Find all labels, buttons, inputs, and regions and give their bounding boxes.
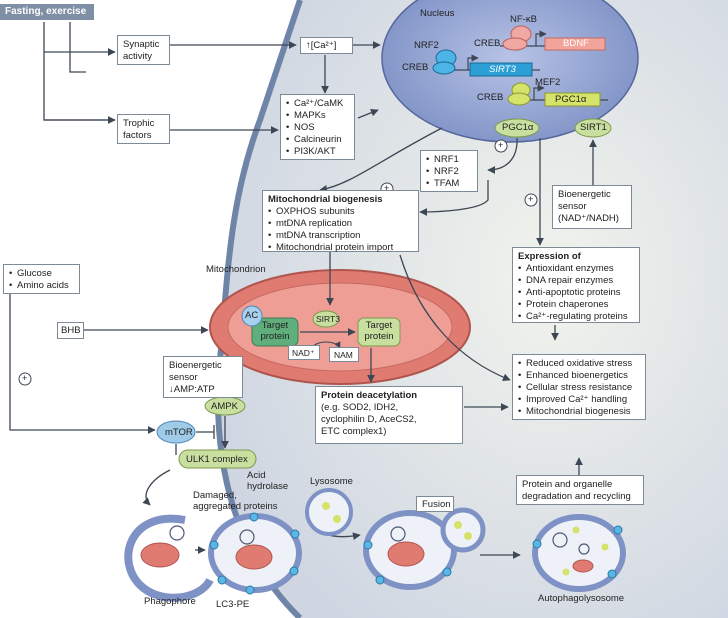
nrf2-nucleus-label: NRF2 bbox=[414, 40, 439, 51]
bhb-box: BHB bbox=[57, 322, 84, 339]
kinase-item: NOS bbox=[286, 122, 349, 134]
nrf-item: TFAM bbox=[426, 178, 472, 190]
pgc1a-gene-box bbox=[544, 92, 601, 107]
phagophore bbox=[124, 514, 214, 602]
outcome-item: Reduced oxidative stress bbox=[518, 358, 640, 370]
target-protein-1-label: Target protein bbox=[260, 320, 290, 342]
outcomes-box: Reduced oxidative stress Enhanced bioene… bbox=[512, 354, 646, 420]
mtor-label: mTOR bbox=[165, 427, 193, 438]
bioenergetic-sensor-nad-box: Bioenergetic sensor (NAD⁺/NADH) bbox=[552, 185, 632, 229]
bdnf-label: BDNF bbox=[563, 38, 589, 49]
nrf-list: NRF1 NRF2 TFAM bbox=[420, 150, 478, 192]
calcium-box: ↑[Ca²⁺] bbox=[300, 37, 353, 54]
autophagolysosome-label: Autophagolysosome bbox=[538, 593, 625, 604]
lysosome bbox=[305, 488, 353, 536]
degradation-box: Protein and organelle degradation and re… bbox=[516, 475, 644, 505]
mitochondrion-inner bbox=[227, 282, 453, 372]
kinase-item: Ca²⁺/CaMK bbox=[286, 98, 349, 110]
expression-item: Anti-apoptotic proteins bbox=[518, 287, 634, 299]
plus-sign: + bbox=[498, 140, 504, 150]
target-protein-2-shape bbox=[357, 317, 401, 347]
creb3-label: CREB bbox=[477, 92, 504, 103]
sirt3-mito-label: SIRT3 bbox=[316, 314, 340, 324]
nam-label: NAM bbox=[329, 347, 359, 362]
mef2-label: MEF2 bbox=[535, 77, 561, 88]
kinase-item: MAPKs bbox=[286, 110, 349, 122]
damaged-proteins-label: Damaged, aggregated proteins bbox=[193, 490, 278, 512]
expression-item: Ca²⁺-regulating proteins bbox=[518, 311, 634, 323]
bdnf-gene-box bbox=[544, 37, 606, 51]
sirt3-gene-label: SIRT3 bbox=[489, 64, 516, 75]
ulk1-pill bbox=[178, 449, 257, 469]
trophic-factors-box: Trophic factors bbox=[117, 114, 170, 144]
expression-title: Expression of bbox=[518, 251, 581, 262]
ac-label: AC bbox=[245, 310, 259, 321]
biogenesis-item: OXPHOS subunits bbox=[268, 206, 413, 218]
nad-label: NAD⁺ bbox=[288, 345, 320, 360]
synaptic-activity-box: Synaptic activity bbox=[117, 35, 170, 65]
phagophore-label: Phagophore bbox=[144, 596, 196, 607]
plus-sign: + bbox=[384, 183, 390, 193]
creb1-label: CREB bbox=[474, 38, 501, 49]
outcome-item: Improved Ca²⁺ handling bbox=[518, 394, 640, 406]
kinase-item: Calcineurin bbox=[286, 134, 349, 146]
nfkb-label: NF-κB bbox=[510, 14, 537, 25]
bioenergetic-sensor-amp-box: Bioenergetic sensor ↓AMP:ATP bbox=[163, 356, 243, 398]
creb1-shape bbox=[502, 37, 528, 51]
autophagosome bbox=[208, 512, 302, 595]
acid-hydrolase-label: Acid hydrolase bbox=[247, 470, 289, 492]
outcome-item: Enhanced bioenergetics bbox=[518, 370, 640, 382]
sirt1-pill-label: SIRT1 bbox=[580, 122, 607, 133]
ac-shape bbox=[241, 305, 263, 327]
biogenesis-item: mtDNA replication bbox=[268, 218, 413, 230]
plus-sign: + bbox=[528, 194, 534, 204]
lysosome-label: Lysosome bbox=[310, 476, 353, 487]
pgc1a-gene-label: PGC1α bbox=[555, 94, 587, 105]
deacetylation-detail: (e.g. SOD2, IDH2, cyclophilin D, AceCS2,… bbox=[321, 402, 417, 437]
lc3-label: LC3-PE bbox=[216, 599, 250, 610]
sirt3-mito-shape bbox=[312, 310, 340, 328]
kinase-item: PI3K/AKT bbox=[286, 146, 349, 158]
outcome-item: Cellular stress resistance bbox=[518, 382, 640, 394]
biogenesis-title: Mitochondrial biogenesis bbox=[268, 194, 383, 205]
target-protein-2-label: Target protein bbox=[364, 320, 394, 342]
mitochondrion-label: Mitochondrion bbox=[206, 264, 266, 275]
fusion-vesicle bbox=[363, 507, 486, 590]
arrows bbox=[9, 22, 597, 559]
biogenesis-box: Mitochondrial biogenesis OXPHOS subunits… bbox=[262, 190, 419, 254]
sirt1-pill bbox=[574, 118, 612, 138]
creb2-shape bbox=[432, 61, 456, 75]
ampk-label: AMPK bbox=[211, 401, 238, 412]
expression-item: Protein chaperones bbox=[518, 299, 634, 311]
expression-item: DNA repair enzymes bbox=[518, 275, 634, 287]
nrf-item: NRF2 bbox=[426, 166, 472, 178]
expression-box: Expression of Antioxidant enzymes DNA re… bbox=[512, 247, 640, 323]
mtor-pill bbox=[156, 420, 196, 444]
expression-item: Antioxidant enzymes bbox=[518, 263, 634, 275]
pgc1a-pill bbox=[494, 118, 540, 138]
creb3-shape bbox=[507, 92, 531, 106]
biogenesis-item: mtDNA transcription bbox=[268, 230, 413, 242]
kinase-list: Ca²⁺/CaMK MAPKs NOS Calcineurin PI3K/AKT bbox=[280, 94, 355, 160]
nutrient-item: Amino acids bbox=[9, 280, 74, 292]
nutrient-item: Glucose bbox=[9, 268, 74, 280]
sirt3-gene-box bbox=[469, 62, 533, 77]
nrf-item: NRF1 bbox=[426, 154, 472, 166]
nutrient-box: Glucose Amino acids bbox=[3, 264, 80, 294]
creb2-label: CREB bbox=[402, 62, 429, 73]
biogenesis-item: Mitochondrial protein import bbox=[268, 242, 413, 254]
fusion-label: Fusion bbox=[416, 496, 454, 512]
deacetylation-title: Protein deacetylation bbox=[321, 390, 418, 401]
target-protein-1-shape bbox=[251, 317, 299, 347]
pgc1a-pill-label: PGC1α bbox=[502, 122, 534, 133]
outcome-item: Mitochondrial biogenesis bbox=[518, 406, 640, 418]
autophagolysosome bbox=[532, 514, 626, 592]
plus-sign: + bbox=[22, 373, 28, 383]
ulk1-label: ULK1 complex bbox=[186, 454, 248, 465]
nucleus-label: Nucleus bbox=[420, 8, 455, 19]
header-label: Fasting, exercise bbox=[0, 4, 94, 20]
deacetylation-box: Protein deacetylation (e.g. SOD2, IDH2, … bbox=[315, 386, 463, 444]
